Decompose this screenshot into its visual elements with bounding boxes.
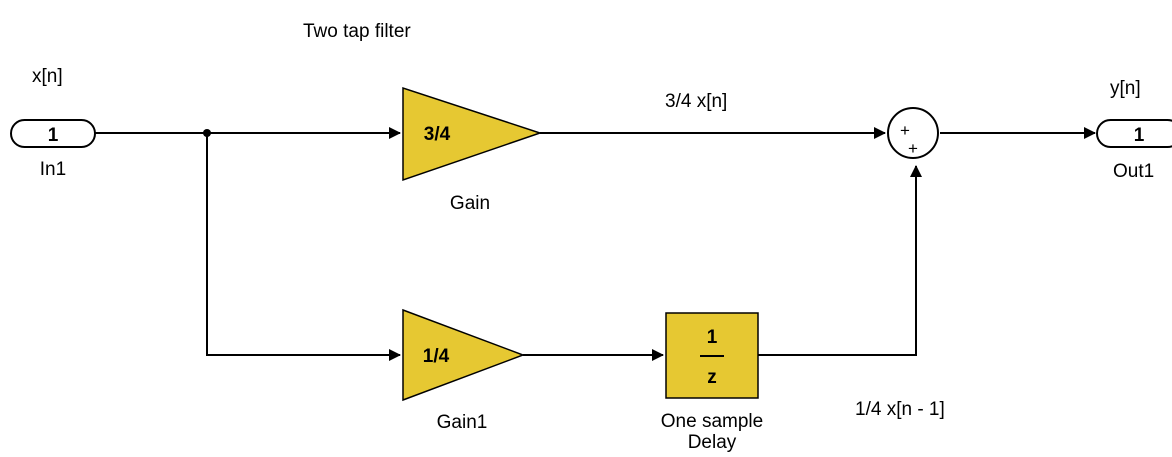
gain-value: 3/4 [424,124,451,145]
delay-block[interactable]: 1 z [665,312,759,399]
inport-number: 1 [48,125,59,146]
sum-block[interactable]: + + [887,107,939,159]
outport-number: 1 [1134,125,1145,146]
delay-name-line2: Delay [688,432,737,453]
sum-sign-bottom: + [908,139,918,158]
gain1-block[interactable]: 1/4 [402,308,526,402]
delay-denominator: z [707,367,717,388]
connections [95,127,1096,361]
output-signal-label: y[n] [1110,78,1141,99]
upper-path-label: 3/4 x[n] [665,91,727,112]
gain1-name: Gain1 [437,412,488,433]
gain1-value: 1/4 [423,346,450,367]
diagram-title: Two tap filter [303,21,411,42]
outport-name: Out1 [1113,161,1154,182]
delay-name-line1: One sample [661,411,763,432]
wire-to-gain1 [206,133,401,361]
inport-name: In1 [40,159,66,180]
outport-block[interactable]: 1 [1096,119,1172,148]
input-signal-label: x[n] [32,66,63,87]
branch-point [203,129,211,137]
sum-sign-top: + [900,121,910,140]
delay-numerator: 1 [707,327,718,348]
inport-block[interactable]: 1 [10,119,96,148]
gain-block[interactable]: 3/4 [402,86,543,182]
lower-path-label: 1/4 x[n - 1] [855,399,945,420]
wire-delay-to-sum [758,165,922,356]
gain-name: Gain [450,193,490,214]
